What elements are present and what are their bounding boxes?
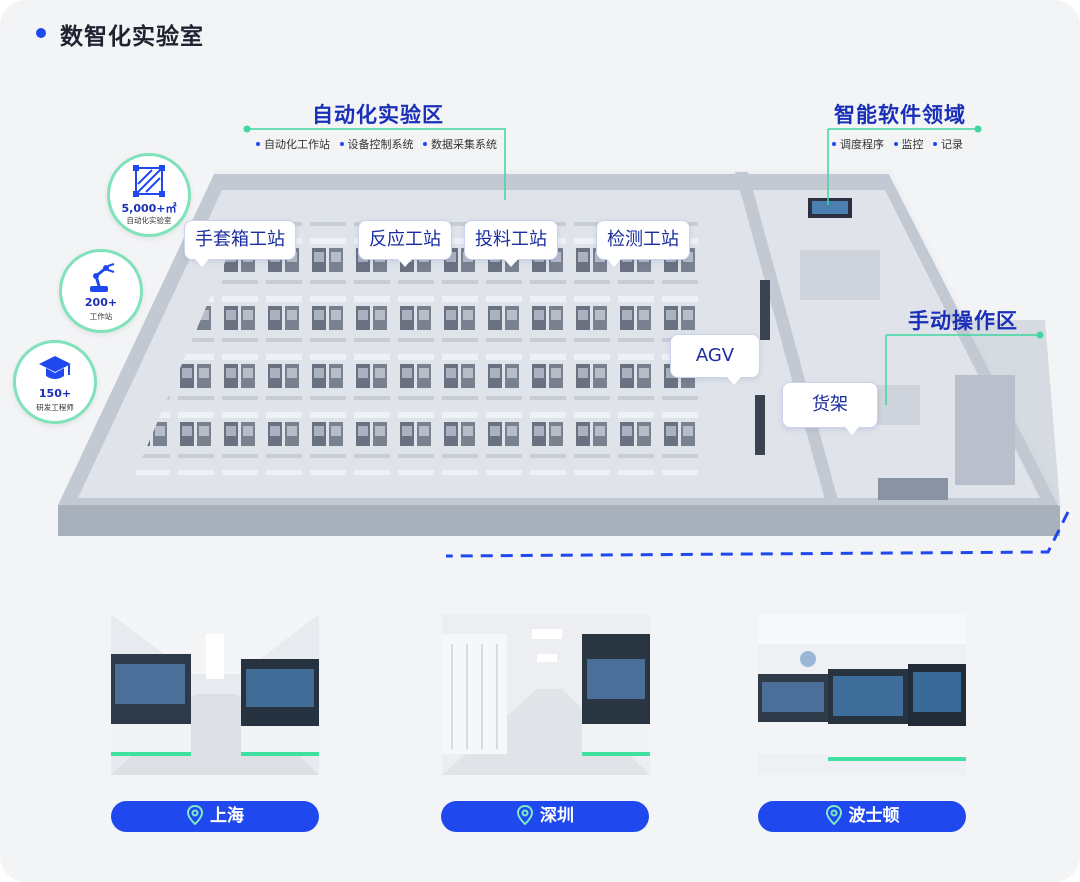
callout-shelf: 货架 bbox=[782, 382, 878, 435]
location-label: 波士顿 bbox=[848, 806, 900, 826]
callout-reaction-station: 反应工站 bbox=[358, 220, 452, 267]
subitem: 自动化工作站 bbox=[264, 138, 330, 151]
location-boston: 波士顿 bbox=[758, 801, 966, 832]
subitem: 设备控制系统 bbox=[347, 138, 414, 151]
location-shenzhen: 深圳 bbox=[441, 801, 649, 832]
location-pin-icon bbox=[186, 804, 204, 826]
callout-feeding-station: 投料工站 bbox=[464, 220, 558, 267]
stat-value: 200+ bbox=[84, 296, 118, 309]
auto-lab-title: 自动化实验区 bbox=[312, 103, 444, 127]
software-subitems: 调度程序 监控 记录 bbox=[826, 136, 963, 152]
software-title: 智能软件领域 bbox=[834, 103, 966, 127]
callout-agv: AGV bbox=[670, 334, 760, 385]
title-bullet bbox=[36, 28, 46, 38]
subitem: 调度程序 bbox=[840, 138, 884, 151]
stat-badge-engineers: 150+ 研发工程师 bbox=[13, 340, 97, 424]
location-label: 上海 bbox=[210, 806, 244, 826]
location-pin-icon bbox=[516, 804, 534, 826]
stat-label: 自动化实验室 bbox=[126, 216, 172, 225]
location-shanghai: 上海 bbox=[111, 801, 319, 832]
subitem: 监控 bbox=[901, 138, 924, 151]
photo-shanghai-lab bbox=[111, 614, 319, 775]
stat-label: 工作站 bbox=[89, 312, 113, 321]
photo-boston-lab bbox=[758, 614, 966, 775]
location-pin-icon bbox=[825, 804, 842, 826]
stat-value: 150+ bbox=[38, 387, 72, 400]
callout-testing-station: 检测工站 bbox=[596, 220, 690, 267]
auto-lab-subitems: 自动化工作站 设备控制系统 数据采集系统 bbox=[250, 136, 497, 152]
graduation-cap-icon bbox=[39, 356, 71, 379]
page-title: 数智化实验室 bbox=[60, 24, 204, 50]
stat-label: 研发工程师 bbox=[36, 403, 74, 412]
subitem: 数据采集系统 bbox=[431, 138, 497, 151]
stat-badge-workstations: 200+ 工作站 bbox=[59, 249, 143, 333]
photo-shenzhen-lab bbox=[442, 614, 650, 775]
robot-arm-icon bbox=[90, 263, 115, 292]
subitem: 记录 bbox=[941, 138, 963, 151]
location-label: 深圳 bbox=[540, 806, 574, 826]
callout-glovebox-station: 手套箱工站 bbox=[184, 220, 296, 267]
lab-floor-plan bbox=[58, 125, 1070, 558]
area-icon bbox=[133, 165, 165, 197]
stat-value: 5,000+㎡ bbox=[121, 202, 177, 215]
stat-badge-area: 5,000+㎡ 自动化实验室 bbox=[107, 153, 191, 237]
manual-area-title: 手动操作区 bbox=[908, 309, 1018, 333]
